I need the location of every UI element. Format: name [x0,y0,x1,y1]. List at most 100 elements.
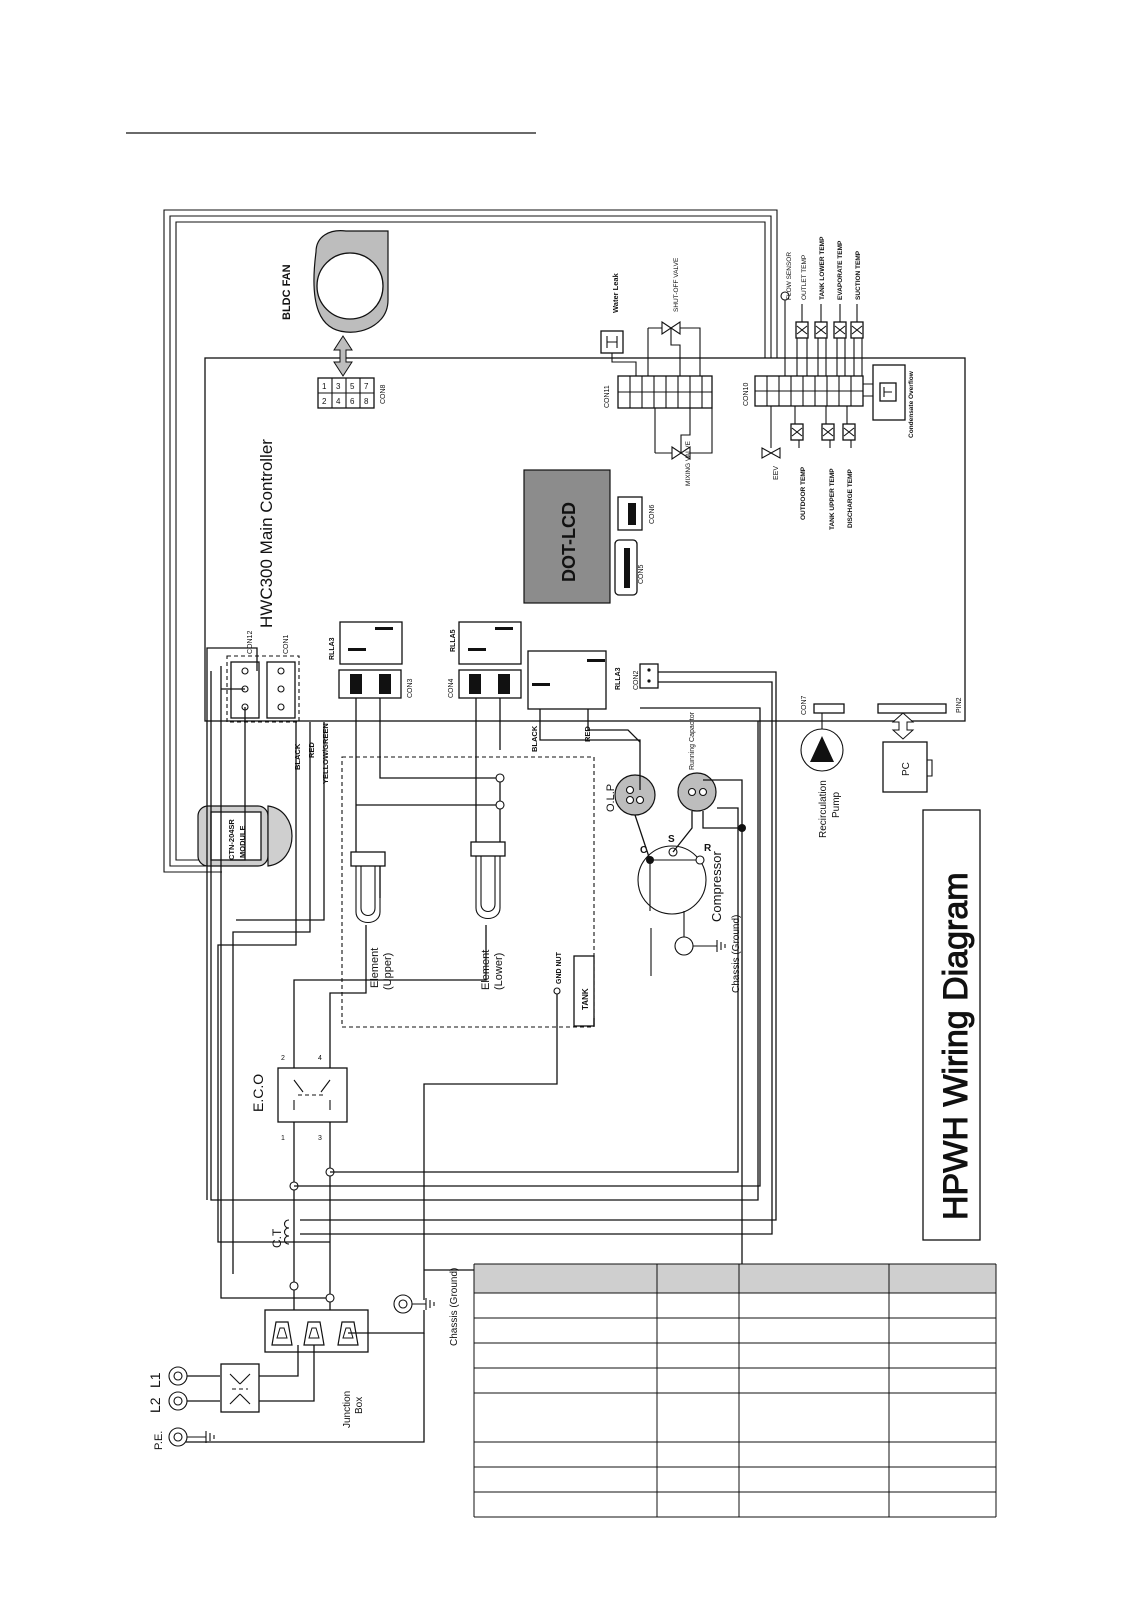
olp: O.L.P [605,774,656,816]
evaporate-temp-label: EVAPORATE TEMP [837,240,844,300]
pin2-label: PIN2 [956,697,963,713]
element-lower-label: (Lower) [493,953,505,990]
tank-box [573,955,595,1027]
lower-sensors: EEV OUTDOOR TEMP TANK UPPER TEMP DISCHAR… [761,406,856,530]
rlla3-bottom-label: RLLA3 [615,667,622,690]
running-capacitor: Running Capacitor [677,711,717,812]
ctn-module-label: MODULE [238,826,247,859]
con8-label: CON8 [380,384,387,404]
compressor-s-label: S [668,834,675,845]
main-switch [186,1333,425,1443]
main-controller-label: HWC300 Main Controller [257,439,276,628]
bldc-fan: BLDC FAN [281,230,389,377]
bldc-fan-label: BLDC FAN [281,264,293,320]
eco-switch: E.C.O 2 4 1 3 [250,1055,348,1142]
con8-pin: 5 [350,382,355,391]
con5-connector: CON5 [614,539,645,596]
con12-label: CON12 [247,631,254,654]
eco-label: E.C.O [250,1074,266,1112]
compressor-label: Compressor [709,851,724,922]
rlla3-top-label: RLLA3 [329,637,336,660]
suction-temp-label: SUCTION TEMP [855,250,862,300]
yellow-green-wire-label: YELLOW/GREEN [321,723,330,784]
water-leak-sensor: Water Leak [600,272,637,376]
con11-label: CON11 [604,385,611,408]
parts-table [473,1263,997,1518]
running-capacitor-label: Running Capacitor [689,711,696,770]
con8-pin: 1 [322,382,327,391]
table-header [474,1264,996,1293]
eco-pin-label: 3 [318,1135,322,1142]
l2-terminal: L2 [147,1391,188,1413]
outlet-temp-label: OUTLET TEMP [801,255,808,300]
black-wire-label: BLACK [293,743,302,770]
con1-label: CON1 [283,634,290,654]
con8-pin: 8 [364,397,369,406]
con8-connector: 1 3 5 7 2 4 6 8 CON8 [317,377,387,409]
diagram-title: HPWH Wiring Diagram [937,872,975,1220]
red-wire-label: RED [583,726,592,742]
upper-sensors: FLOW SENSOR OUTLET TEMP TANK LOWER TEMP … [780,236,864,376]
eco-pin-label: 4 [318,1055,322,1062]
con2-label: CON2 [633,670,640,690]
pc-terminal: PC [882,712,933,793]
con6-label: CON6 [649,504,656,524]
condensate-overflow-switch: Condensate Overflow [863,364,915,438]
l2-label: L2 [147,1397,163,1413]
compressor-c-label: C [640,845,647,856]
recirculation-pump-label: Recirculation [818,780,829,838]
dot-lcd-label: DOT-LCD [559,502,579,582]
con11-connector: CON11 [604,375,713,409]
eco-pin-label: 1 [281,1135,285,1142]
con8-pin: 4 [336,397,341,406]
ctn-module-label: CTN-204SR [227,819,236,860]
con10-connector: CON10 [743,375,864,407]
ctn-module: CTN-204SR MODULE [197,805,293,867]
con8-pin: 6 [350,397,355,406]
con6-connector: CON6 [617,496,656,531]
module-loop-wires [163,209,778,873]
pe-label: P.E. [153,1431,165,1450]
con5-label: CON5 [638,564,645,584]
con4-label: CON4 [448,678,455,698]
rlla5-label: RLLA5 [450,629,457,652]
tank-upper-temp-label: TANK UPPER TEMP [829,468,836,530]
black-wire-label: BLACK [530,725,539,752]
con8-pin: 2 [322,397,327,406]
junction-box-label: Box [354,1397,365,1414]
title-box [922,809,981,1241]
tank-enclosure [341,756,595,1028]
l1-label: L1 [147,1372,163,1388]
compressor-r-label: R [704,843,712,854]
tank-lower-temp-label: TANK LOWER TEMP [819,236,826,300]
flow-sensor-label: FLOW SENSOR [786,252,793,300]
mixing-valve-label: MIXING VALVE [685,440,692,486]
water-leak-label: Water Leak [611,272,620,313]
shutoff-valve: SHUT-OFF VALVE [647,257,701,376]
rlla3-relay-bottom: RLLA3 CON2 [527,650,659,710]
junction-box: Junction Box [264,1309,369,1428]
eev-label: EEV [773,466,780,480]
outdoor-temp-label: OUTDOOR TEMP [800,466,807,520]
con3-label: CON3 [407,678,414,698]
olp-label: O.L.P [605,784,617,812]
l1-terminal: L1 [147,1366,188,1388]
element-upper-label: (Upper) [382,953,394,990]
pe-terminal: P.E. [153,1427,215,1450]
pc-label: PC [901,762,912,776]
element-upper-label: Element [369,948,381,988]
condensate-overflow-label: Condensate Overflow [908,370,915,438]
shutoff-valve-label: SHUT-OFF VALVE [673,257,680,312]
chassis-ground-junction: Chassis (Ground) [348,1268,460,1346]
dot-lcd [523,469,611,604]
ct-label: C.T [270,1228,284,1248]
red-wire-label: RED [307,742,316,758]
con8-pin: 7 [364,382,369,391]
junction-box-label: Junction [342,1391,353,1428]
chassis-ground-label: Chassis (Ground) [731,915,742,993]
element-upper: Element (Upper) [350,851,394,990]
current-transformer: C.T [270,1219,290,1248]
chassis-ground-label: Chassis (Ground) [449,1268,460,1346]
rlla5-relay: RLLA5 CON4 [448,621,522,699]
